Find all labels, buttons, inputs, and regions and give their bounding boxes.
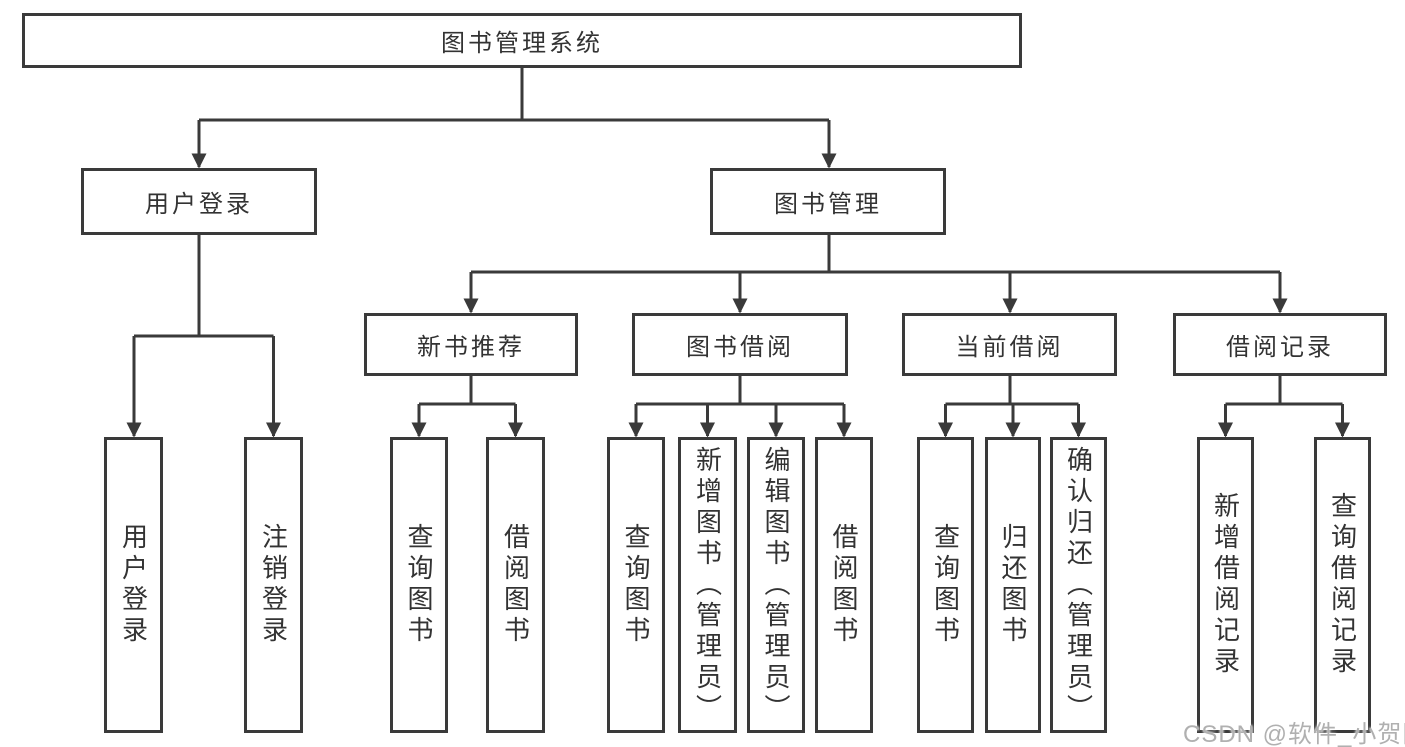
leaf-borrow-book: 借阅图书 xyxy=(815,437,873,733)
csdn-watermark: CSDN @软件_小贺同学 xyxy=(1183,721,1405,747)
leaf-add-borrow-record: 新增借阅记录 xyxy=(1197,437,1254,733)
leaf-query-book-recommend: 查询图书 xyxy=(390,437,448,733)
leaf-logout: 注销登录 xyxy=(244,437,303,733)
leaf-query-book-borrow: 查询图书 xyxy=(607,437,665,733)
node-book-management: 图书管理 xyxy=(710,168,946,235)
tree-trunk-lines xyxy=(134,68,1343,406)
node-book-borrow: 图书借阅 xyxy=(632,313,848,376)
leaf-return-book: 归还图书 xyxy=(985,437,1041,733)
leaf-edit-book-admin: 编辑图书（管理员） xyxy=(747,437,805,733)
tree-arrow-lines xyxy=(126,120,1350,438)
leaf-add-book-admin: 新增图书（管理员） xyxy=(678,437,737,733)
leaf-user-login: 用户登录 xyxy=(104,437,163,733)
node-borrow-records: 借阅记录 xyxy=(1173,313,1387,376)
node-current-borrow: 当前借阅 xyxy=(902,313,1117,376)
node-new-book-recommend: 新书推荐 xyxy=(364,313,578,376)
leaf-borrow-book-recommend: 借阅图书 xyxy=(486,437,545,733)
node-root-library-system: 图书管理系统 xyxy=(22,13,1022,68)
leaf-query-borrow-record: 查询借阅记录 xyxy=(1314,437,1371,733)
leaf-confirm-return-admin: 确认归还（管理员） xyxy=(1050,437,1107,733)
node-user-login: 用户登录 xyxy=(81,168,317,235)
leaf-query-book-current: 查询图书 xyxy=(917,437,974,733)
